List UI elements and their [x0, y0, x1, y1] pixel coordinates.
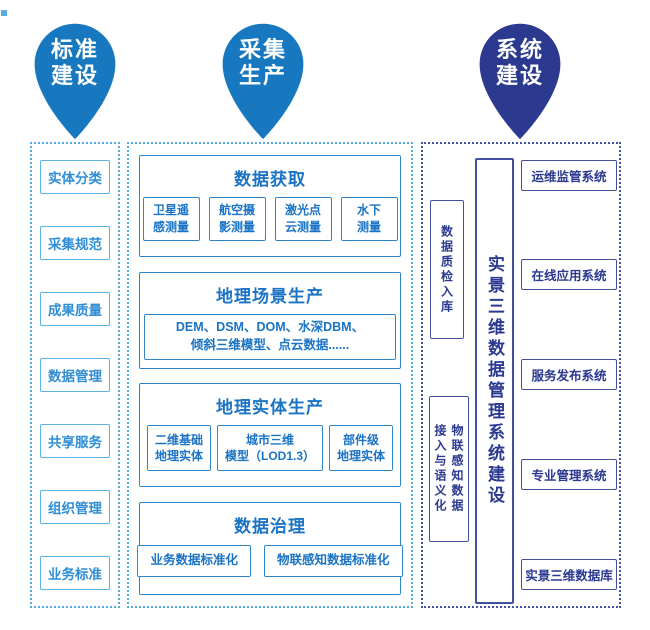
- vertical-label-col: 接入与语义化: [433, 424, 447, 514]
- sub-box-line: 地理实体: [154, 449, 203, 464]
- balloon-standards: 标准 建设: [22, 18, 128, 143]
- sub-box-aerial-photogrammetry: 航空摄 影测量: [208, 197, 266, 241]
- standards-item: 采集规范: [40, 226, 110, 260]
- section-title: 地理实体生产: [216, 398, 324, 418]
- data-quality-ingest-box: 数据质检入库: [430, 200, 464, 339]
- standards-item: 组织管理: [40, 490, 110, 524]
- standards-panel: 实体分类 采集规范 成果质量 数据管理 共享服务 组织管理 业务标准: [30, 142, 120, 608]
- sub-box-line: 航空摄: [218, 203, 255, 218]
- sub-box-row: 二维基础 地理实体 城市三维 模型（LOD1.3） 部件级 地理实体: [146, 425, 394, 472]
- standards-item: 成果质量: [40, 292, 110, 326]
- sub-box-line: 模型（LOD1.3）: [224, 449, 315, 464]
- balloon-line: 建设: [50, 62, 99, 88]
- vertical-label-col: 物联感知数据: [450, 424, 464, 514]
- vertical-label: 物联感知数据 接入与语义化: [432, 424, 466, 514]
- sub-box-line: 倾斜三维模型、点云数据......: [190, 337, 350, 352]
- balloon-line: 采集: [238, 37, 287, 62]
- section-title: 数据治理: [234, 516, 306, 536]
- sub-box-underwater-survey: 水下 测量: [340, 197, 398, 241]
- balloon-standards-label: 标准 建设: [22, 37, 128, 89]
- map-pin-icon: [222, 23, 304, 140]
- sub-box-scene-products: DEM、DSM、DOM、水深DBM、 倾斜三维模型、点云数据......: [144, 313, 396, 360]
- system-box-service-publishing: 服务发布系统: [521, 359, 617, 390]
- sub-box-line: 卫星遥: [152, 203, 189, 218]
- balloon-line: 标准: [50, 37, 99, 62]
- map-pin-icon: [34, 23, 116, 140]
- balloon-line: 生产: [238, 62, 287, 88]
- sub-box-business-data-standardization: 业务数据标准化: [137, 544, 251, 577]
- iot-data-access-box: 物联感知数据 接入与语义化: [429, 396, 469, 542]
- sub-box-line: 二维基础: [154, 432, 203, 447]
- sub-box-row: DEM、DSM、DOM、水深DBM、 倾斜三维模型、点云数据......: [144, 313, 396, 360]
- sub-box-line: 测量: [356, 220, 381, 234]
- standards-item: 数据管理: [40, 358, 110, 392]
- main-system-bar: 实景三维数据管理系统建设: [475, 158, 514, 604]
- sub-box-line: 云测量: [284, 220, 321, 234]
- sub-box-component-entity: 部件级 地理实体: [329, 425, 394, 472]
- map-pin-icon: [479, 23, 561, 140]
- sub-box-line: 影测量: [218, 220, 255, 234]
- sub-box-line: 感测量: [152, 220, 189, 234]
- balloon-line: 建设: [495, 62, 544, 88]
- standards-item: 实体分类: [40, 160, 110, 194]
- system-panel: 数据质检入库 物联感知数据 接入与语义化 实景三维数据管理系统建设 运维监管系统…: [421, 142, 621, 608]
- sub-box-line: 城市三维: [245, 432, 294, 447]
- sub-box-iot-data-standardization: 物联感知数据标准化: [264, 544, 403, 577]
- balloon-system: 系统 建设: [467, 18, 573, 143]
- system-box-3d-database: 实景三维数据库: [521, 559, 617, 590]
- balloon-line: 系统: [495, 37, 544, 62]
- sub-box-city-3d-model: 城市三维 模型（LOD1.3）: [216, 425, 323, 472]
- sub-box-line: 部件级: [343, 432, 380, 447]
- sub-box-2d-base-entity: 二维基础 地理实体: [146, 425, 211, 472]
- system-box-online-application: 在线应用系统: [521, 259, 617, 290]
- section-title: 数据获取: [234, 170, 306, 189]
- vertical-label: 实景三维数据管理系统建设: [485, 255, 504, 507]
- sub-box-satellite-survey: 卫星遥 感测量: [142, 197, 200, 241]
- sub-box-lidar-pointcloud: 激光点 云测量: [274, 197, 332, 241]
- section-geo-scene-production: 地理场景生产 DEM、DSM、DOM、水深DBM、 倾斜三维模型、点云数据...…: [139, 271, 401, 369]
- section-data-acquisition: 数据获取 卫星遥 感测量 航空摄 影测量 激光点 云测量 水下 测量: [139, 155, 401, 257]
- balloon-collection-label: 采集 生产: [210, 37, 316, 89]
- standards-item: 共享服务: [40, 424, 110, 458]
- sub-box-line: 水下: [356, 203, 381, 218]
- production-panel: 数据获取 卫星遥 感测量 航空摄 影测量 激光点 云测量 水下 测量: [127, 142, 413, 608]
- sub-box-line: 地理实体: [337, 449, 386, 464]
- corner-mark: [1, 10, 7, 16]
- sub-box-row: 卫星遥 感测量 航空摄 影测量 激光点 云测量 水下 测量: [142, 197, 398, 241]
- system-box-ops-monitoring: 运维监管系统: [521, 160, 617, 191]
- sub-box-line: 激光点: [284, 203, 321, 218]
- balloon-collection: 采集 生产: [210, 18, 316, 143]
- system-box-professional-management: 专业管理系统: [521, 459, 617, 490]
- sub-box-line: DEM、DSM、DOM、水深DBM、: [175, 320, 365, 335]
- standards-item: 业务标准: [40, 556, 110, 590]
- section-data-governance: 数据治理 业务数据标准化 物联感知数据标准化: [137, 501, 403, 595]
- section-geo-entity-production: 地理实体生产 二维基础 地理实体 城市三维 模型（LOD1.3） 部件级 地理实…: [139, 383, 401, 488]
- sub-box-row: 业务数据标准化 物联感知数据标准化: [137, 544, 403, 577]
- balloon-system-label: 系统 建设: [467, 37, 573, 89]
- section-title: 地理场景生产: [216, 286, 324, 306]
- vertical-label: 数据质检入库: [439, 224, 454, 315]
